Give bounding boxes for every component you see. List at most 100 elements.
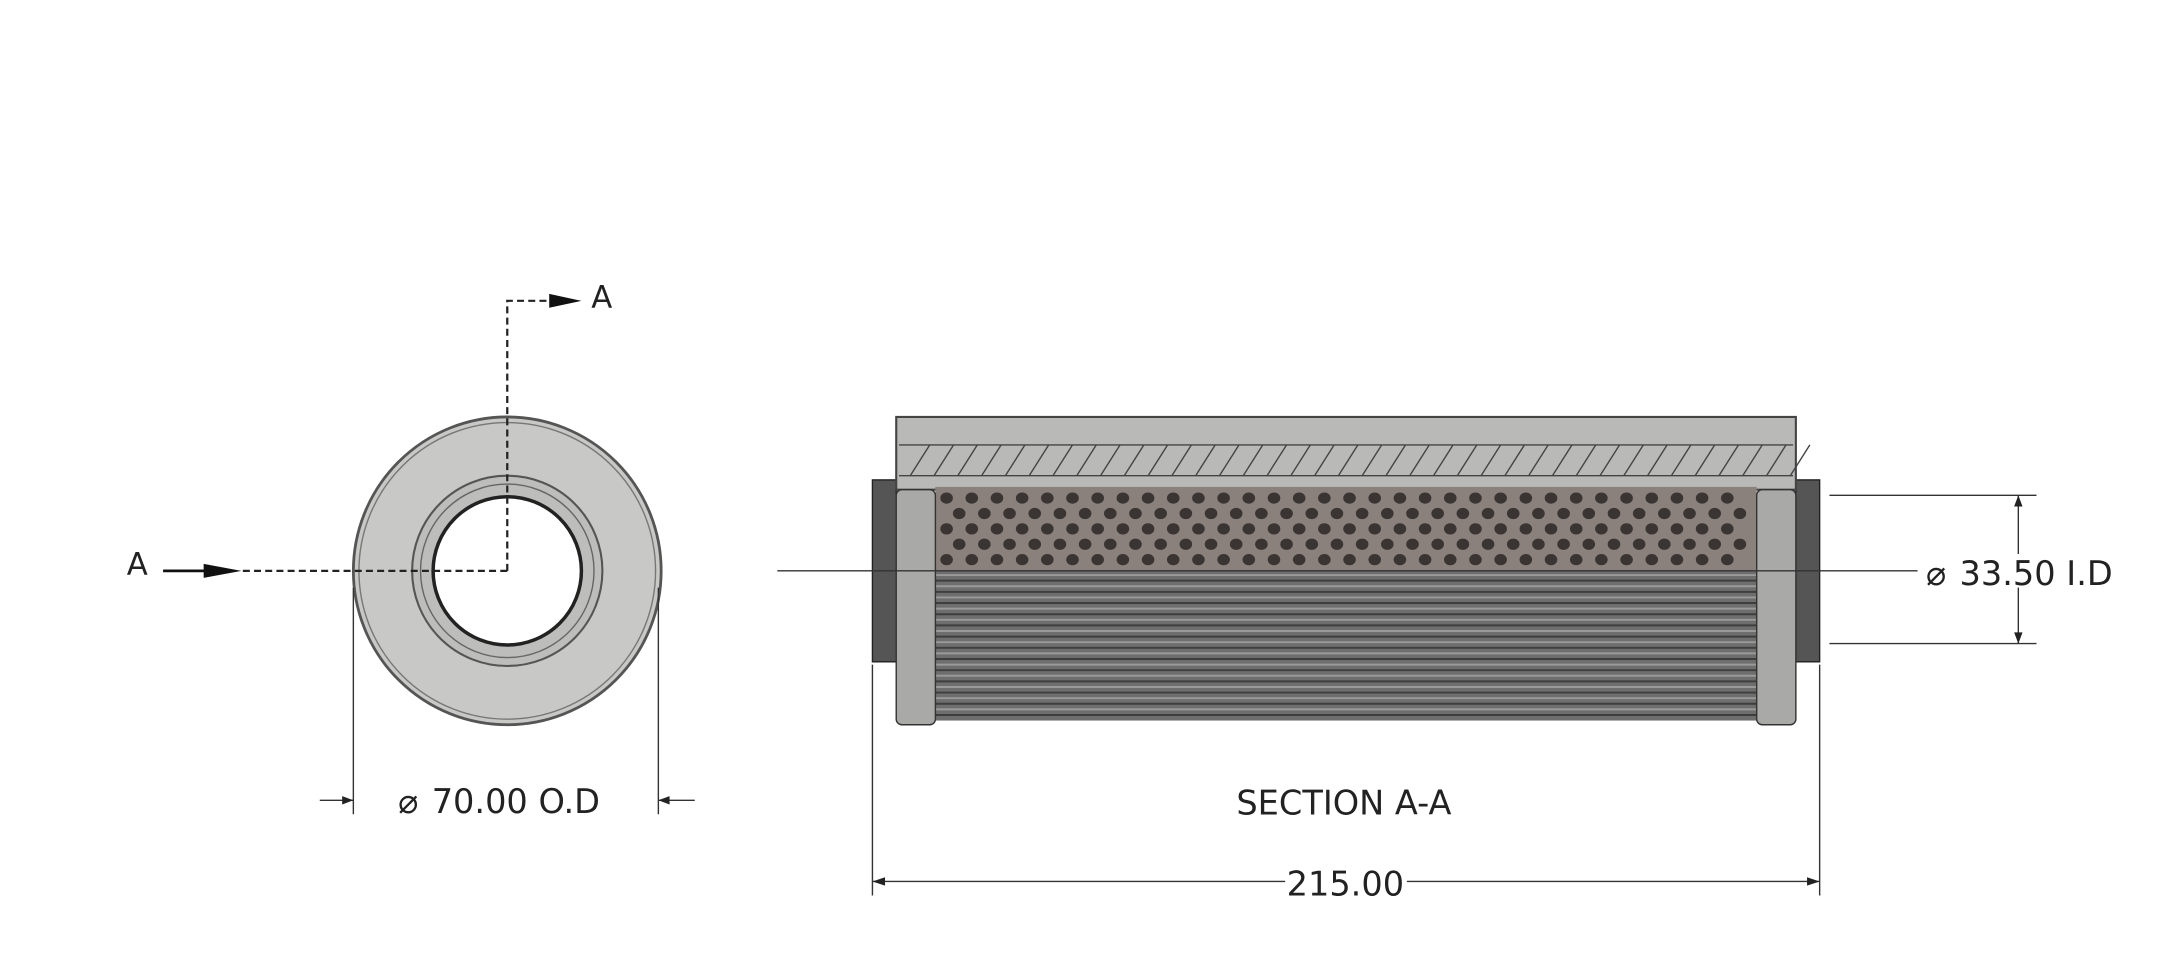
hole	[1103, 538, 1117, 550]
hole	[1519, 523, 1533, 535]
hole	[1544, 523, 1558, 535]
hole	[952, 507, 966, 520]
id-diameter-symbol: ⌀	[1926, 554, 1946, 593]
hole	[1217, 492, 1230, 504]
hole	[1318, 554, 1331, 566]
hatch-line	[980, 444, 1002, 477]
hole	[1695, 523, 1709, 535]
hole	[1418, 523, 1432, 535]
hole	[1595, 492, 1608, 504]
arrow-icon	[549, 293, 582, 308]
hole	[1632, 507, 1646, 520]
hole	[1431, 507, 1444, 520]
hole	[1255, 538, 1268, 550]
hole	[1431, 538, 1444, 550]
hole	[1494, 523, 1507, 535]
hole	[1683, 507, 1696, 520]
section-line-vertical	[506, 299, 554, 571]
section-view: ⌀ 33.50 I.D SECTION A-A 215.00	[777, 415, 2113, 903]
hatch-line	[1694, 444, 1716, 477]
outer-shell	[895, 415, 1797, 491]
hole	[1695, 492, 1709, 504]
hole	[1305, 538, 1319, 550]
hole	[1003, 538, 1016, 550]
hole	[1582, 538, 1596, 550]
hole	[1255, 507, 1268, 520]
hole	[1381, 507, 1394, 520]
hole	[1154, 507, 1167, 520]
hatch-line	[1742, 444, 1763, 477]
hole	[1292, 492, 1306, 504]
hole	[1053, 538, 1067, 550]
hatch-line	[1099, 444, 1121, 477]
hole	[1204, 538, 1218, 550]
hole	[1506, 507, 1520, 520]
od-dimension: 70.00 O.D	[432, 782, 600, 821]
hole	[1532, 507, 1545, 520]
hatch-line	[1599, 444, 1621, 477]
hole	[1267, 554, 1281, 566]
hole	[1670, 554, 1684, 566]
hole	[1141, 554, 1155, 566]
hatch-line	[1290, 444, 1311, 477]
hole	[1519, 492, 1533, 504]
hole	[1330, 507, 1344, 520]
hole	[1305, 507, 1319, 520]
hole	[1116, 523, 1130, 535]
right-end-cap	[1755, 488, 1797, 726]
hole	[1015, 492, 1029, 504]
hole	[940, 554, 953, 566]
hole	[1330, 538, 1344, 550]
hole	[1406, 507, 1419, 520]
hole	[1418, 554, 1432, 566]
hatch-line	[1551, 444, 1573, 477]
hole	[1620, 554, 1633, 566]
hole	[1733, 538, 1747, 550]
hole	[1116, 492, 1130, 504]
pleat-lines	[935, 574, 1757, 716]
hole	[1544, 554, 1558, 566]
hatch-line	[1195, 444, 1216, 477]
hole	[1670, 523, 1684, 535]
hole	[1280, 538, 1293, 550]
hole	[1469, 554, 1482, 566]
hole	[1645, 554, 1659, 566]
hole	[1443, 554, 1457, 566]
hole	[1192, 554, 1205, 566]
hole	[990, 523, 1004, 535]
hole	[1733, 507, 1747, 520]
hole	[1091, 523, 1104, 535]
hole	[1368, 492, 1382, 504]
hole	[1343, 554, 1356, 566]
hatch-line	[1337, 444, 1359, 477]
hole	[965, 554, 979, 566]
hatch-line	[1385, 444, 1407, 477]
length-dimension: 215.00	[1287, 864, 1404, 903]
hatch-line	[957, 444, 978, 477]
front-view: A A ⌀ 70.00 O.D	[127, 280, 695, 821]
hole	[1192, 523, 1205, 535]
hole	[1607, 507, 1621, 520]
hatched-section	[899, 444, 1811, 477]
hatch-line	[1528, 444, 1549, 477]
perforation-holes	[940, 492, 1747, 566]
hole	[1267, 523, 1281, 535]
od-diameter-symbol: ⌀	[398, 782, 418, 821]
hole	[1645, 492, 1659, 504]
hole	[1519, 554, 1533, 566]
hole	[1015, 554, 1029, 566]
hole	[1166, 554, 1180, 566]
hole	[1569, 523, 1583, 535]
section-label-left: A	[127, 547, 148, 583]
hole	[1192, 492, 1205, 504]
hole	[1280, 507, 1293, 520]
section-label-top: A	[591, 280, 612, 316]
hole	[1078, 538, 1092, 550]
hole	[1695, 554, 1709, 566]
hole	[1355, 507, 1369, 520]
section-title: SECTION A-A	[1236, 783, 1451, 822]
hole	[1506, 538, 1520, 550]
hole	[1645, 523, 1659, 535]
hole	[965, 523, 979, 535]
